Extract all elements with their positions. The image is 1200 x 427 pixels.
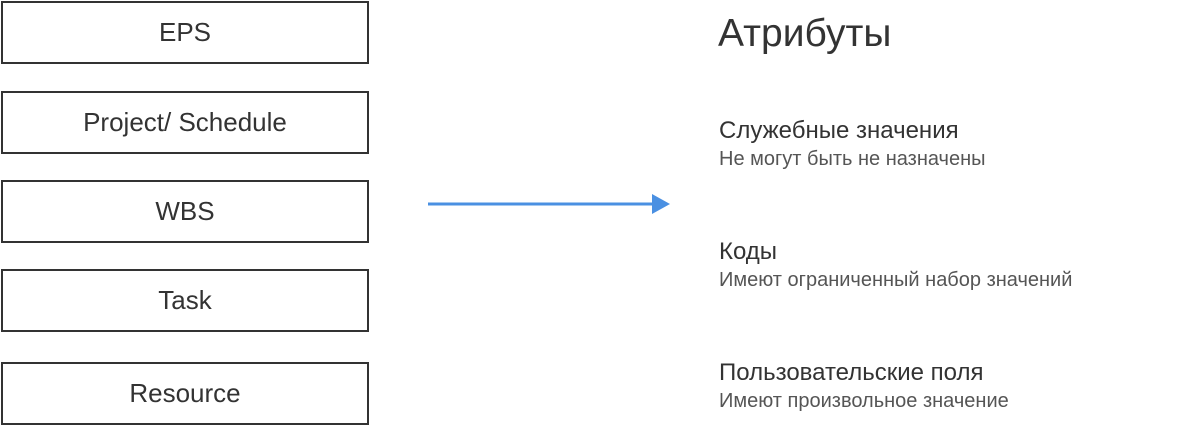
level-box-eps: EPS <box>1 1 369 64</box>
attribute-description: Имеют произвольное значение <box>719 390 1009 412</box>
attribute-item-user-fields: Пользовательские поля Имеют произвольное… <box>719 358 1009 414</box>
level-box-resource: Resource <box>1 362 369 425</box>
attribute-name: Коды <box>719 238 778 265</box>
attribute-item-codes: Коды Имеют ограниченный набор значений <box>719 237 1072 293</box>
right-arrow-icon <box>428 194 670 214</box>
level-label: Project/ Schedule <box>83 107 287 137</box>
attribute-name: Служебные значения <box>719 117 959 144</box>
level-label: WBS <box>155 196 215 226</box>
level-label: Task <box>158 285 212 315</box>
level-box-project-schedule: Project/ Schedule <box>1 91 369 154</box>
arrow-head <box>652 194 670 214</box>
attribute-description: Имеют ограниченный набор значений <box>719 269 1073 291</box>
level-box-task: Task <box>1 269 369 332</box>
attribute-item-service-values: Служебные значения Не могут быть не назн… <box>719 116 986 172</box>
level-label: Resource <box>129 378 241 408</box>
level-label: EPS <box>158 17 212 47</box>
attribute-name: Пользовательские поля <box>719 359 984 386</box>
level-box-wbs: WBS <box>1 180 369 243</box>
panel-title: Атрибуты <box>718 12 892 55</box>
attribute-description: Не могут быть не назначены <box>719 148 986 170</box>
